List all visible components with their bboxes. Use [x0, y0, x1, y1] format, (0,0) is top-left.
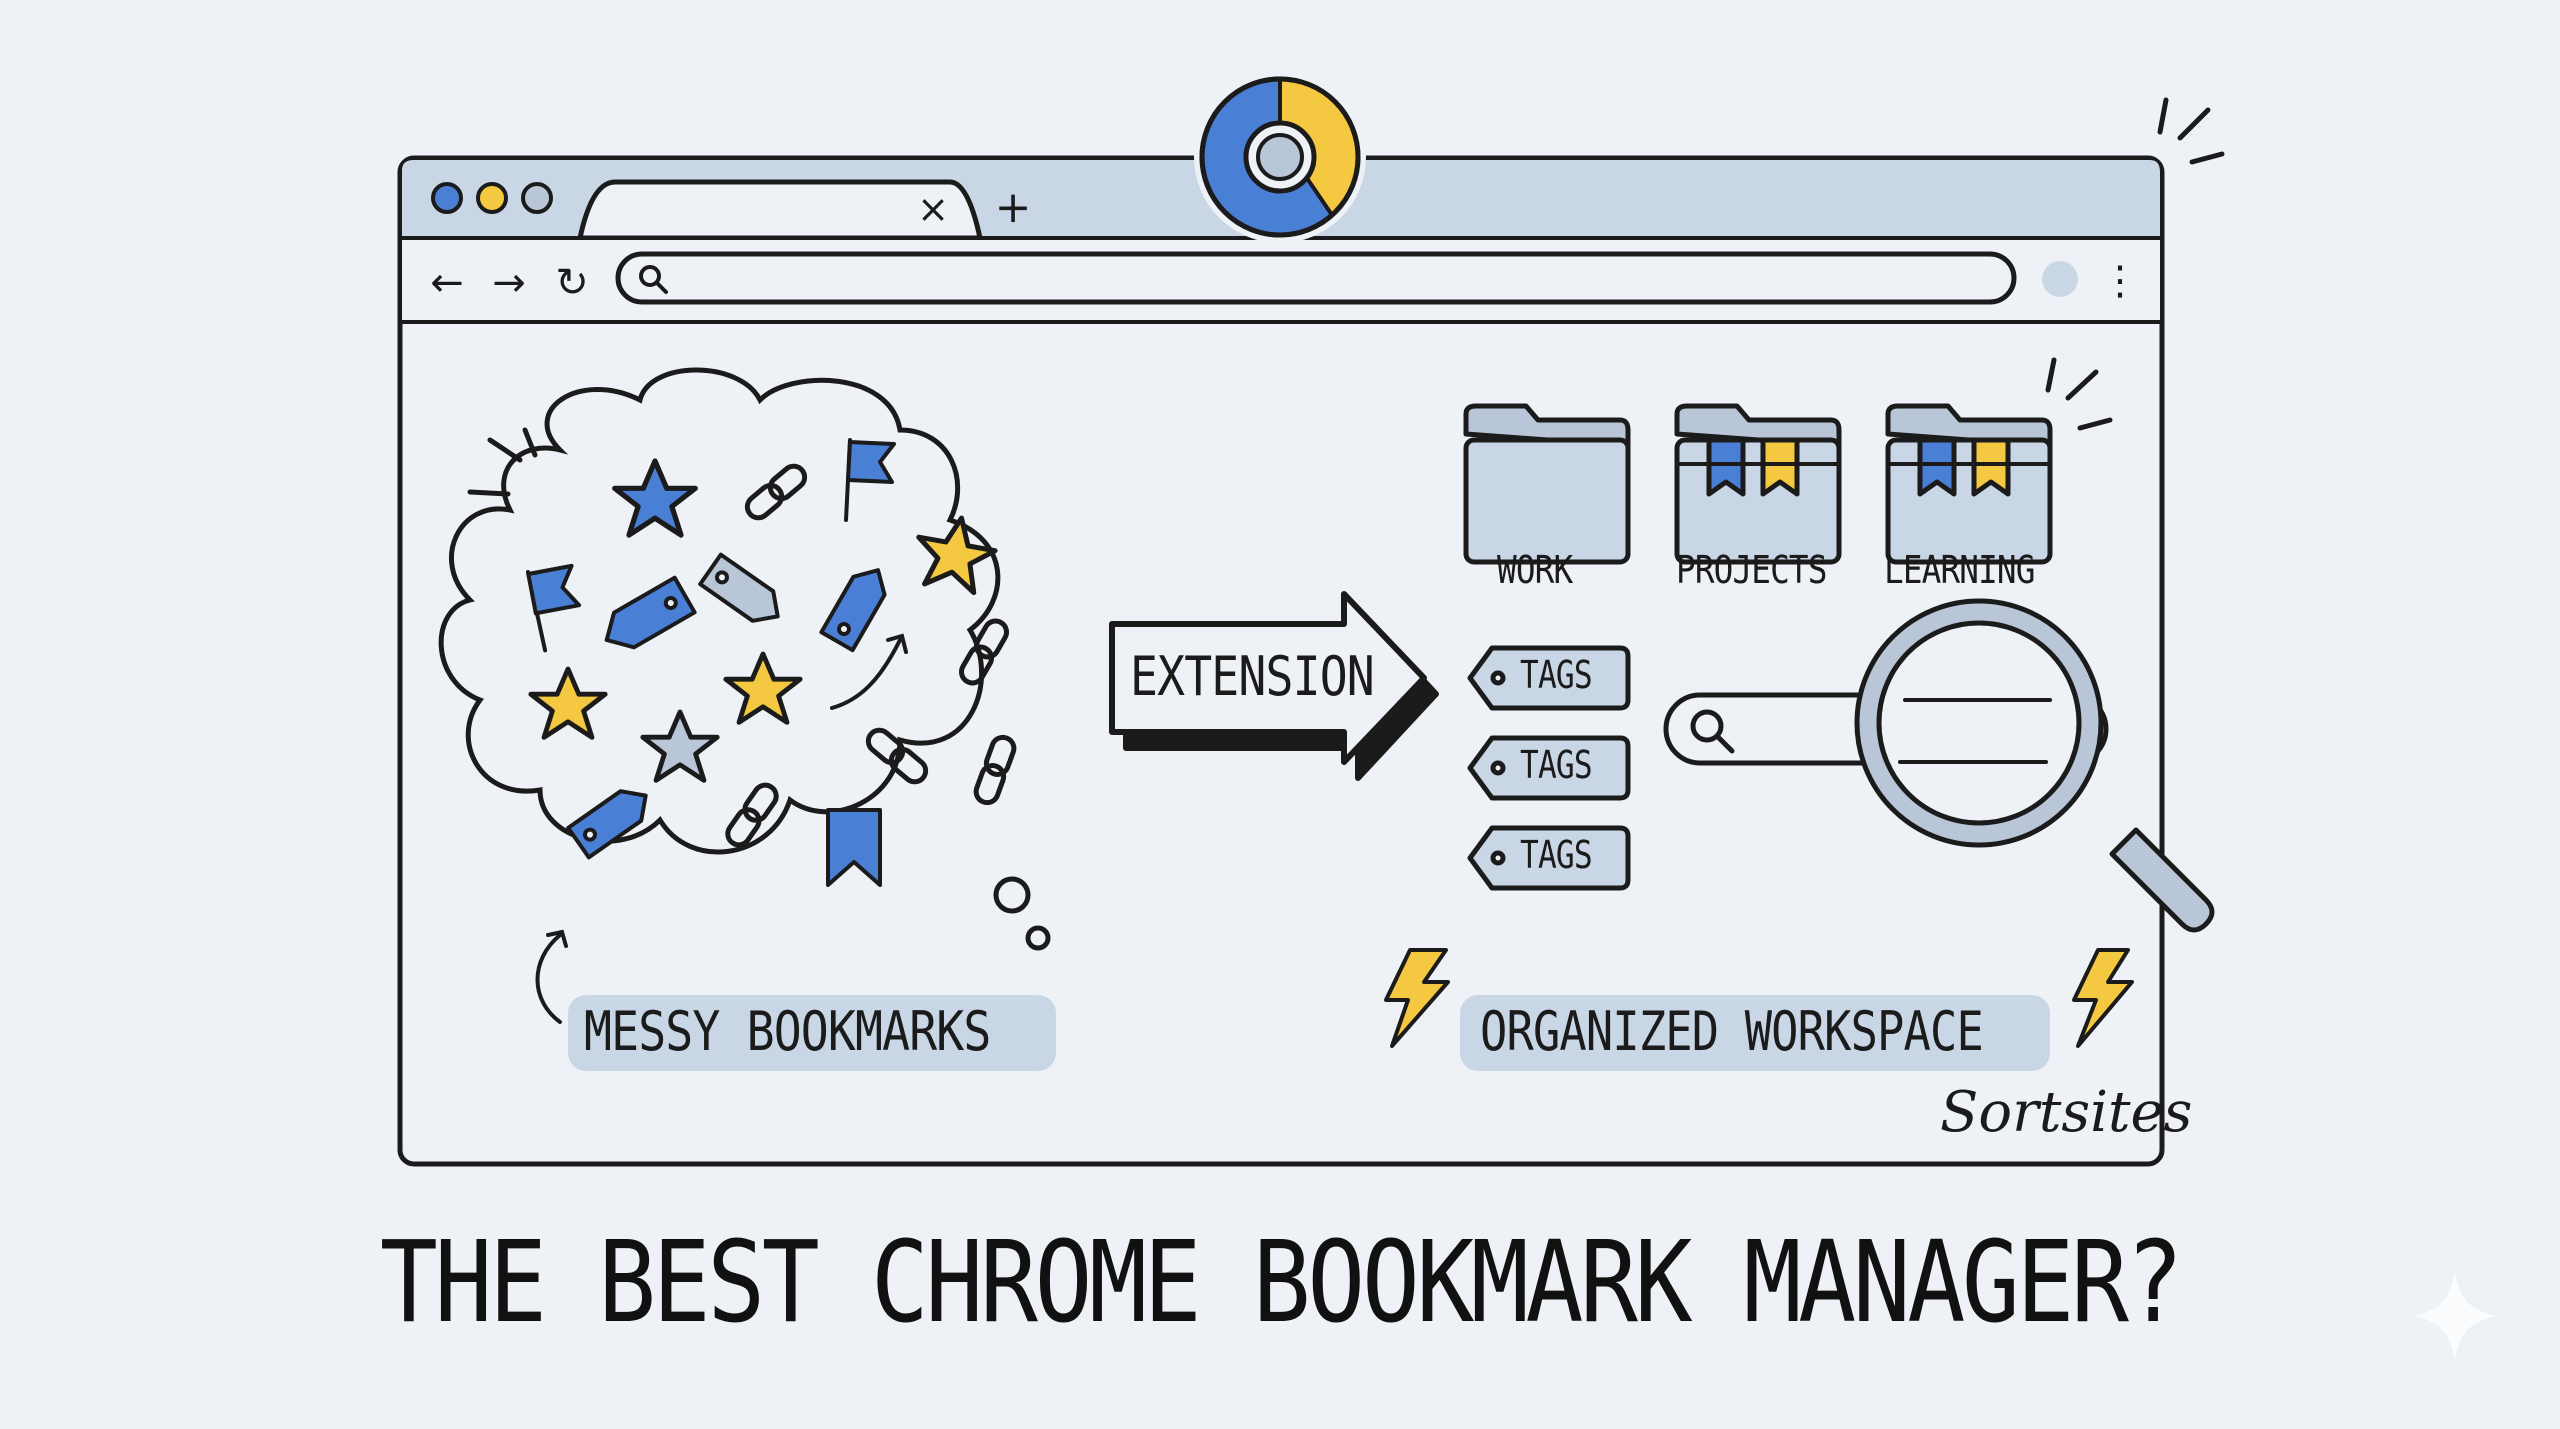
chrome-logo-icon — [1194, 71, 1366, 243]
reload-icon[interactable]: ↻ — [555, 260, 589, 306]
back-icon[interactable]: ← — [430, 260, 464, 306]
organized-workspace-pill — [1460, 995, 2050, 1071]
sparkle-watermark-icon — [2414, 1272, 2496, 1360]
star-icon — [528, 666, 608, 740]
messy-bookmarks-label: MESSY BOOKMARKS — [584, 1000, 991, 1063]
lightning-icon — [1384, 948, 1450, 1048]
burst-lines-icon — [467, 427, 538, 497]
tag-icon — [604, 575, 697, 650]
tag-chip[interactable] — [1467, 735, 1631, 801]
minimize-dot-icon[interactable] — [476, 182, 508, 214]
folder-learning[interactable] — [1885, 403, 2053, 565]
profile-avatar[interactable] — [2042, 261, 2078, 297]
forward-icon[interactable]: → — [492, 260, 526, 306]
maximize-dot-icon[interactable] — [521, 182, 553, 214]
search-icon — [639, 265, 668, 294]
bookmark-icon — [826, 808, 882, 887]
brand-signature: Sortsites — [1940, 1080, 2193, 1145]
folder-label-work: WORK — [1497, 548, 1573, 592]
extension-arrow — [1109, 591, 1439, 781]
window-controls[interactable] — [431, 182, 553, 214]
star-icon — [640, 709, 720, 783]
menu-icon[interactable]: ⋮ — [2100, 258, 2140, 304]
curved-arrow-icon — [535, 633, 908, 1024]
tag-icon — [566, 789, 648, 860]
folder-projects[interactable] — [1674, 403, 1842, 565]
close-dot-icon[interactable] — [431, 182, 463, 214]
folder-label-learning: LEARNING — [1884, 548, 2035, 592]
tag-icon — [819, 568, 887, 653]
tag-label: TAGS — [1520, 833, 1593, 877]
tag-label: TAGS — [1520, 743, 1593, 787]
sparkle-lines-icon — [2045, 357, 2113, 431]
page-headline: THE BEST CHROME BOOKMARK MANAGER? — [379, 1218, 2184, 1348]
tag-label: TAGS — [1520, 653, 1593, 697]
lightning-icon — [2072, 948, 2134, 1048]
tab-close-icon[interactable]: × — [917, 187, 949, 231]
star-icon — [916, 515, 998, 596]
link-icon — [973, 734, 1017, 806]
active-tab[interactable] — [576, 179, 984, 241]
search-icon — [1690, 709, 1735, 754]
star-icon — [723, 651, 803, 725]
extension-label: EXTENSION — [1130, 645, 1375, 708]
tag-chip[interactable] — [1467, 645, 1631, 711]
link-icon — [959, 618, 1009, 686]
new-tab-icon[interactable]: + — [995, 182, 1032, 233]
star-icon — [612, 458, 698, 538]
tag-chip[interactable] — [1467, 825, 1631, 891]
flag-icon — [844, 438, 896, 522]
address-bar[interactable] — [615, 251, 2017, 305]
folder-work[interactable] — [1463, 403, 1631, 565]
link-icon — [744, 463, 808, 521]
link-icon — [865, 727, 929, 785]
link-icon — [725, 782, 779, 848]
sparkle-lines-icon — [2157, 97, 2225, 165]
folder-label-projects: PROJECTS — [1676, 548, 1827, 592]
flag-icon — [526, 563, 582, 653]
magnifying-glass-icon — [1854, 598, 2215, 933]
organized-workspace-label: ORGANIZED WORKSPACE — [1480, 1000, 1984, 1063]
tag-icon — [698, 552, 780, 623]
messy-bookmarks-pill — [568, 995, 1056, 1071]
